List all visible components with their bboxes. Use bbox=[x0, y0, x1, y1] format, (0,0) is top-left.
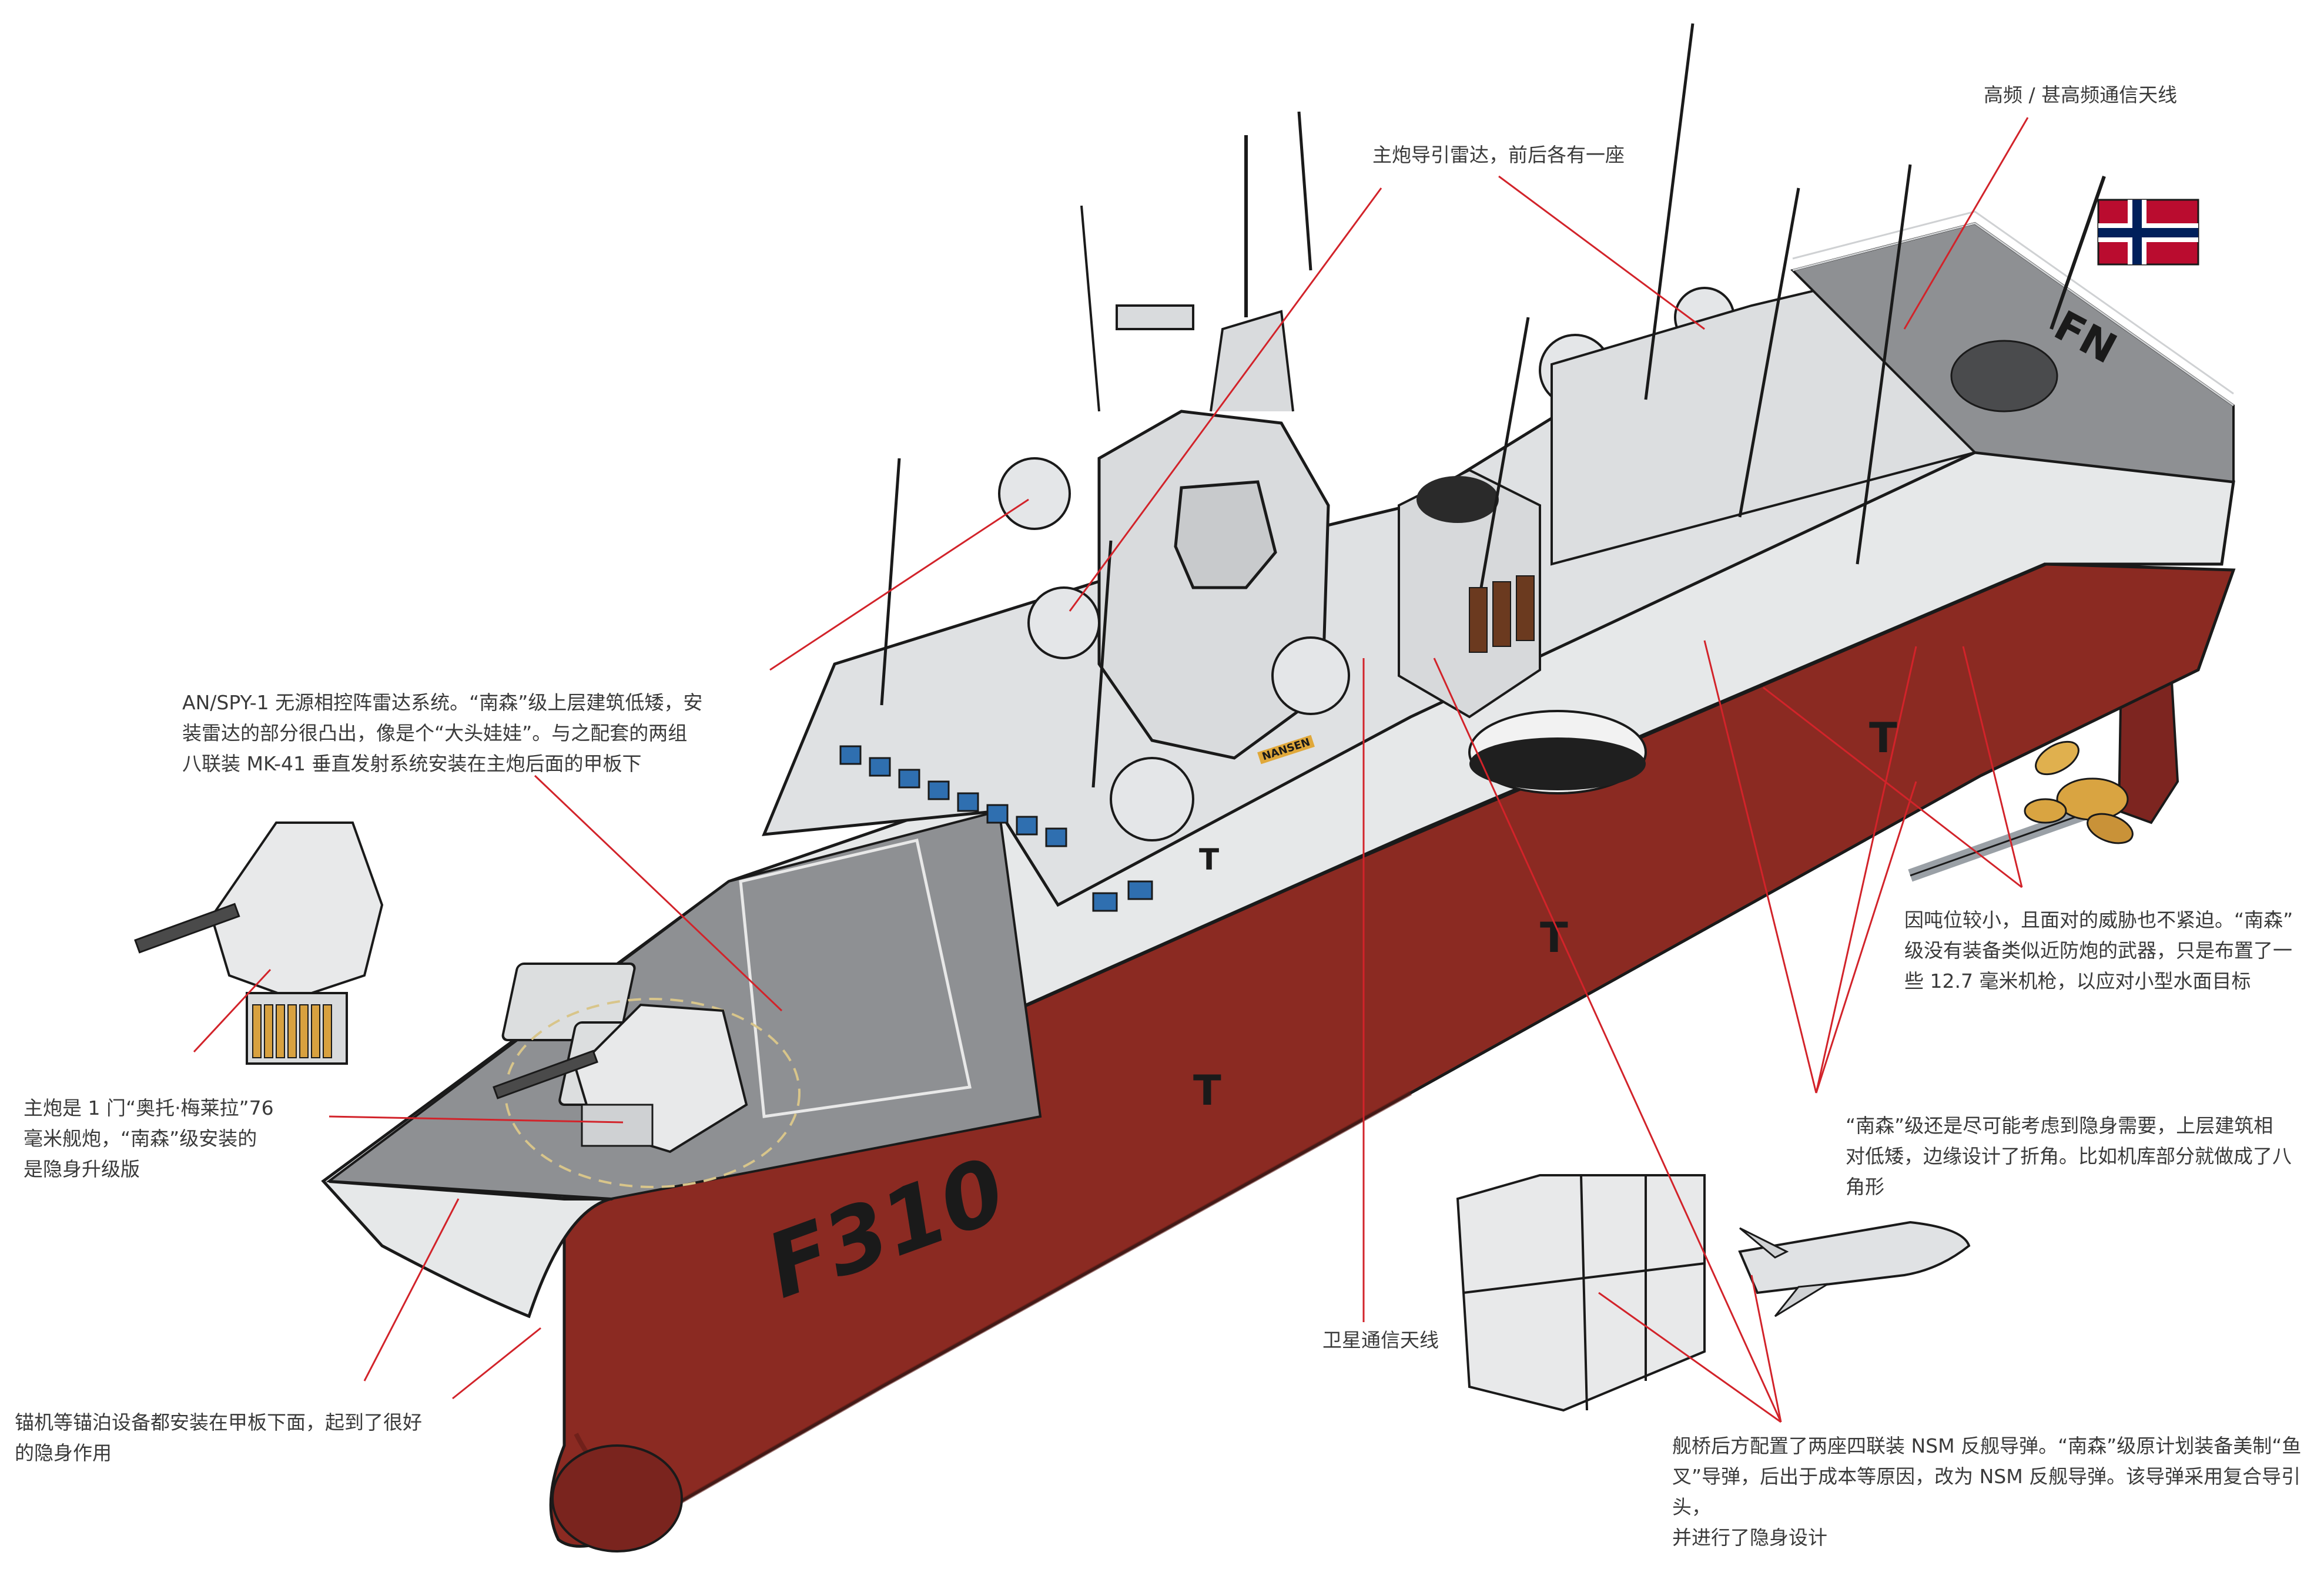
svg-text:T: T bbox=[1869, 714, 1897, 762]
spy1-line-3: 八联装 MK-41 垂直发射系统安装在主炮后面的甲板下 bbox=[182, 752, 642, 775]
machine-gun-line-2: 级没有装备类似近防炮的武器，只是布置了一 bbox=[1904, 939, 2292, 962]
main-gun-line-3: 是隐身升级版 bbox=[24, 1158, 140, 1181]
stealth-line-2: 对低矮，边缘设计了折角。比如机库部分就做成了八 bbox=[1846, 1145, 2292, 1168]
nsm-line-2: 叉”导弹，后出于成本等原因，改为 NSM 反舰导弹。该导弹采用复合导引头， bbox=[1672, 1465, 2301, 1518]
main-gun-deck bbox=[493, 998, 801, 1188]
anchor-line-1: 锚机等锚泊设备都安装在甲板下面，起到了很好 bbox=[15, 1411, 422, 1434]
nsm-launcher-detail bbox=[1456, 1174, 1706, 1412]
nsm-missile-detail bbox=[1738, 1220, 1971, 1317]
annotation-satcom-antenna: 卫星通信天线 bbox=[1322, 1329, 1439, 1352]
annotation-hf-vhf-antenna: 高频 / 甚高频通信天线 bbox=[1984, 83, 2178, 106]
annotation-gun-radar: 主炮导引雷达，前后各有一座 bbox=[1372, 143, 1625, 166]
annotation-spy1-radar: AN/SPY-1 无源相控阵雷达系统。“南森”级上层建筑低矮，安 装雷达的部分很… bbox=[182, 688, 770, 779]
anchor-line-2: 的隐身作用 bbox=[15, 1441, 112, 1464]
annotation-stealth-design: “南森”级还是尽可能考虑到隐身需要，上层建筑相 对低矮，边缘设计了折角。比如机库… bbox=[1846, 1111, 2316, 1202]
stealth-line-3: 角形 bbox=[1846, 1175, 1884, 1198]
exhaust-stack bbox=[1398, 468, 1541, 719]
spy1-array-face bbox=[1174, 480, 1277, 589]
svg-text:T: T bbox=[1199, 843, 1219, 877]
deck-railing bbox=[1792, 210, 2234, 407]
gun-detail bbox=[134, 821, 384, 1065]
spy1-line-1: AN/SPY-1 无源相控阵雷达系统。“南森”级上层建筑低矮，安 bbox=[182, 691, 703, 714]
antenna-masts bbox=[880, 23, 1912, 788]
annotation-nsm-missile: 舰桥后方配置了两座四联装 NSM 反舰导弹。“南森”级原计划装备美制“鱼 叉”导… bbox=[1672, 1431, 2319, 1553]
machine-gun-line-3: 些 12.7 毫米机枪，以应对小型水面目标 bbox=[1904, 970, 2251, 992]
annotation-machine-guns: 因吨位较小，且面对的威胁也不紧迫。“南森” 级没有装备类似近防炮的武器，只是布置… bbox=[1904, 905, 2316, 997]
spy1-radar-tower bbox=[1080, 111, 1330, 760]
svg-text:T: T bbox=[1193, 1067, 1221, 1115]
nsm-line-1: 舰桥后方配置了两座四联装 NSM 反舰导弹。“南森”级原计划装备美制“鱼 bbox=[1672, 1434, 2302, 1457]
machine-gun-line-1: 因吨位较小，且面对的威胁也不紧迫。“南森” bbox=[1904, 908, 2293, 931]
propeller bbox=[2024, 740, 2134, 844]
rhib-boat bbox=[1468, 710, 1647, 794]
main-gun-line-1: 主炮是 1 门“奥托·梅莱拉”76 bbox=[24, 1097, 274, 1119]
nsm-line-3: 并进行了隐身设计 bbox=[1672, 1526, 1827, 1549]
norwegian-flag bbox=[2050, 176, 2199, 330]
annotation-main-gun: 主炮是 1 门“奥托·梅莱拉”76 毫米舰炮，“南森”级安装的 是隐身升级版 bbox=[24, 1093, 329, 1185]
bridge-windows bbox=[839, 745, 1153, 912]
spy1-line-2: 装雷达的部分很凸出，像是个“大头娃娃”。与之配套的两组 bbox=[182, 722, 688, 745]
main-gun-line-2: 毫米舰炮，“南森”级安装的 bbox=[24, 1127, 257, 1150]
leader-lines bbox=[193, 117, 2029, 1423]
stealth-line-1: “南森”级还是尽可能考虑到隐身需要，上层建筑相 bbox=[1846, 1114, 2273, 1137]
annotation-anchor-gear: 锚机等锚泊设备都安装在甲板下面，起到了很好 的隐身作用 bbox=[15, 1407, 497, 1468]
